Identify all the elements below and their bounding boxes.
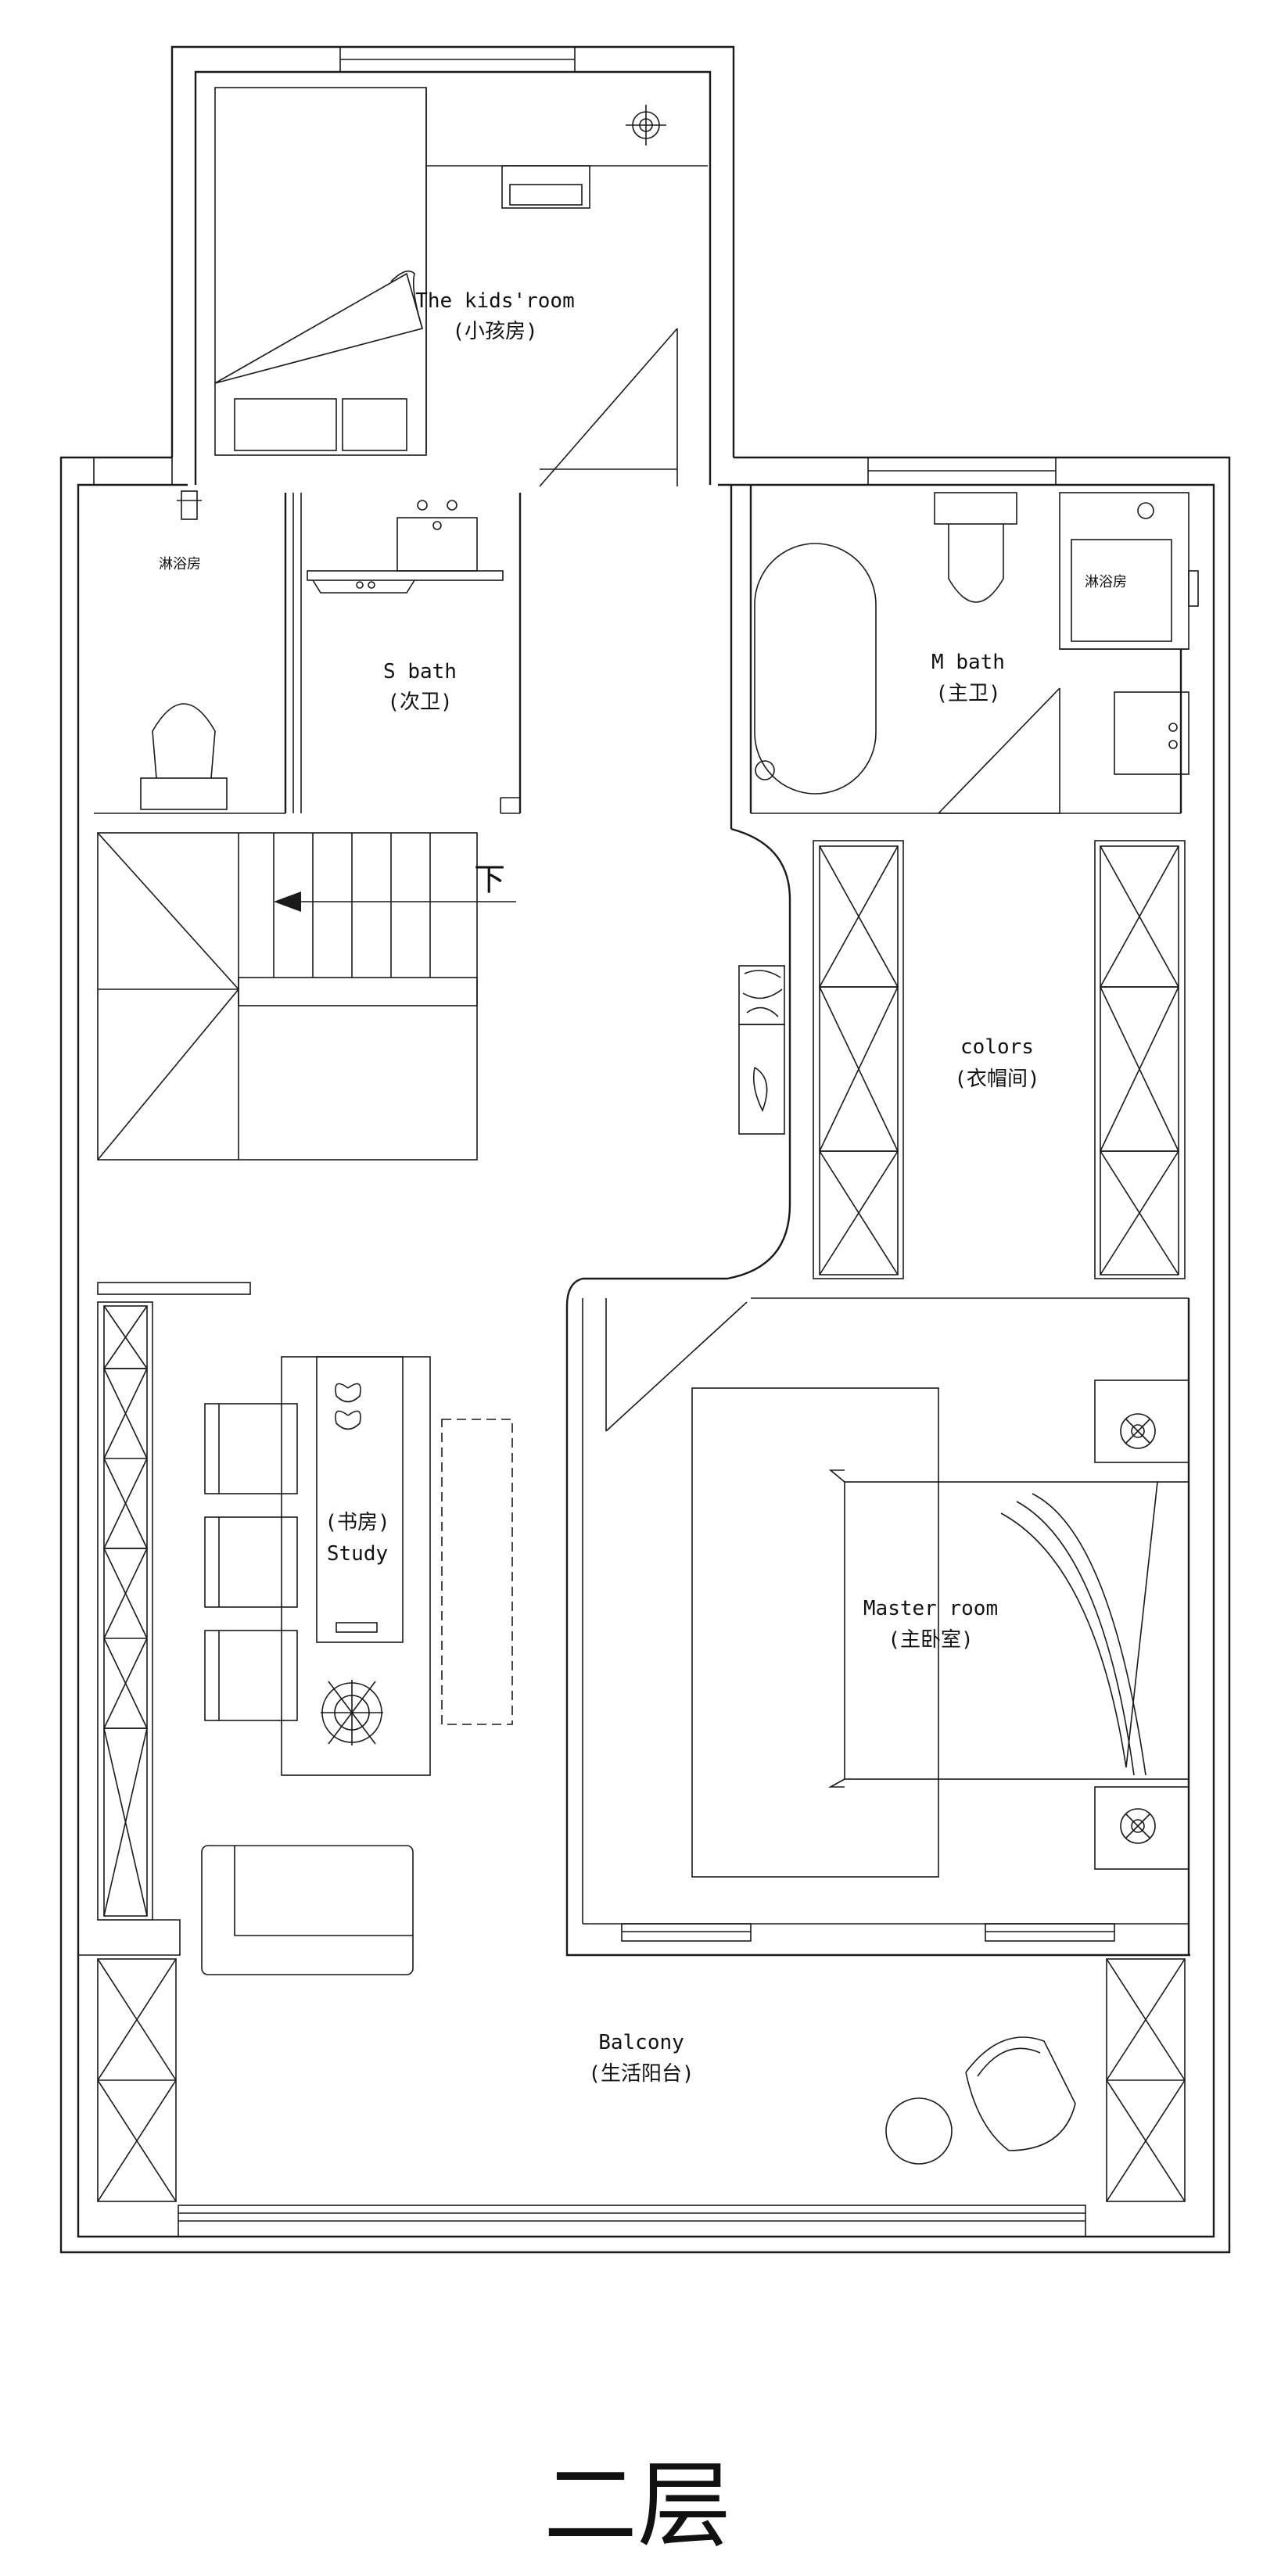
s-bath-label-zh: (次卫) (387, 691, 452, 714)
colors-label-zh: (衣帽间) (954, 1067, 1039, 1091)
stair-direction-label: 下 (474, 862, 505, 898)
shower-left-label: 淋浴房 (159, 556, 201, 572)
toilet-icon (140, 703, 228, 810)
balcony-label-en: Balcony (598, 2031, 684, 2054)
floor-title: 二层 (544, 2452, 731, 2560)
m-bath-label-en: M bath (931, 651, 1005, 674)
kids-room-label-zh: (小孩房) (452, 320, 537, 343)
m-bath: 淋浴房 M bath (主卫) (754, 492, 1199, 814)
outer-walls (59, 45, 1231, 2254)
central-walls (565, 485, 1190, 1957)
lamp-icon (1120, 1808, 1156, 1844)
study-label-en: Study (327, 1542, 388, 1566)
master-room-label-en: Master room (863, 1597, 998, 1620)
study-room: (书房) Study (78, 1282, 513, 1975)
kids-room: The kids'room (小孩房) (214, 87, 708, 487)
sink-icon (1114, 691, 1190, 775)
plant-icon (321, 1680, 383, 1745)
armchair (201, 1845, 414, 1975)
side-table (885, 2097, 953, 2165)
lamp-icon (1120, 1413, 1156, 1449)
stair-arrow-icon (274, 892, 301, 912)
balcony-label-zh: (生活阳台) (588, 2062, 694, 2086)
nightstand (1094, 1379, 1190, 1463)
study-label-zh: (书房) (325, 1511, 389, 1534)
s-bath-label-en: S bath (383, 660, 457, 683)
shower-right-label: 淋浴房 (1085, 574, 1127, 590)
chair (204, 1630, 298, 1721)
sink-icon (396, 517, 478, 572)
left-shower-room: 淋浴房 (94, 490, 287, 814)
wardrobe-room: colors (衣帽间) (738, 840, 1186, 1279)
chair (204, 1516, 298, 1608)
master-room-label-zh: (主卧室) (888, 1628, 973, 1652)
lamp-icon (626, 105, 666, 145)
master-bed (844, 1481, 1190, 1780)
m-bath-label-zh: (主卫) (935, 682, 1000, 705)
desk-chair (501, 165, 590, 209)
chair (204, 1403, 298, 1494)
colors-label-en: colors (960, 1035, 1034, 1059)
s-bath: S bath (次卫) (292, 493, 522, 814)
balcony: Balcony (生活阳台) (97, 1958, 1186, 2202)
toilet-icon (934, 492, 1017, 603)
kids-bed (214, 87, 427, 456)
master-room: Master room (主卧室) (582, 1298, 1190, 1955)
staircase: 下 (97, 832, 516, 1161)
lounge-chair (965, 2036, 1076, 2151)
nightstand (1094, 1786, 1190, 1870)
bathtub-icon (754, 543, 877, 795)
kids-room-label-en: The kids'room (415, 289, 575, 313)
